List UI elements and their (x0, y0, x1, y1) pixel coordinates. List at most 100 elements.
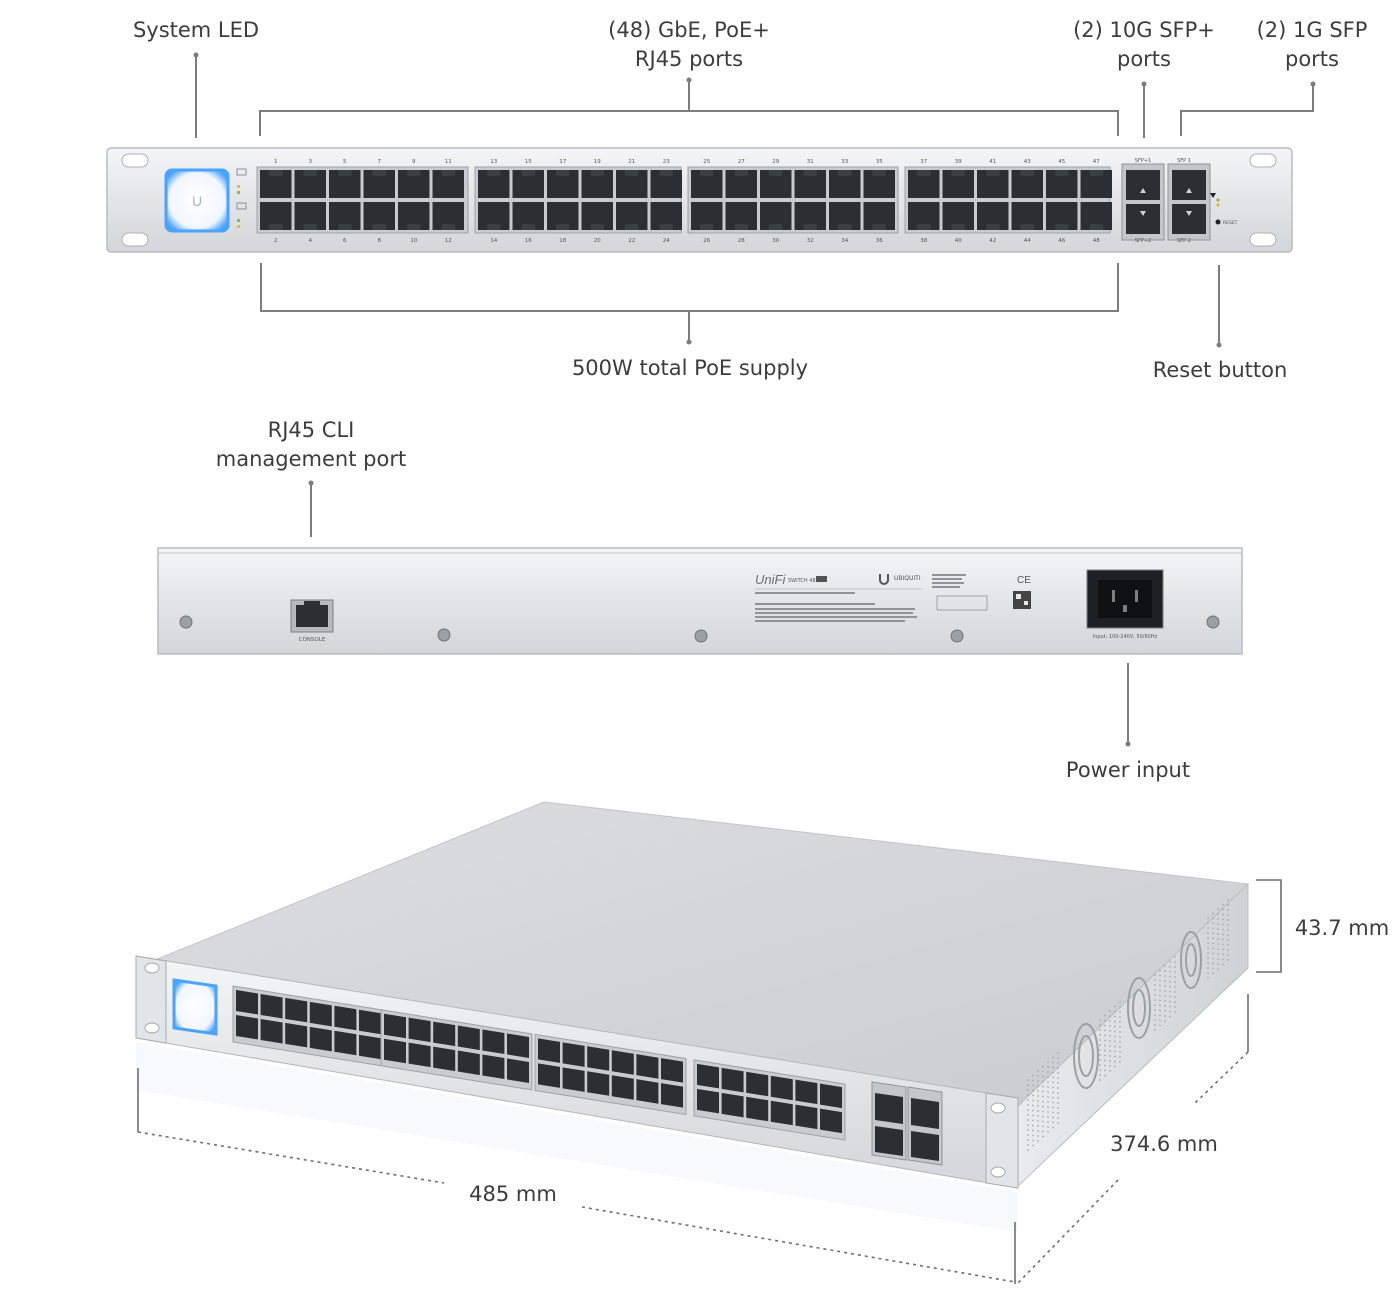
port-number: 21 (628, 159, 635, 165)
rj45-port (794, 170, 826, 198)
port-number: 2 (274, 238, 278, 244)
leader-lines (195, 55, 1314, 744)
port-number: 17 (559, 159, 566, 165)
rj45-port (260, 170, 292, 198)
reset-button[interactable] (1215, 219, 1221, 225)
rj45-port-3d (661, 1083, 683, 1108)
rj45-port-3d (285, 1022, 308, 1048)
rj45-port (512, 170, 544, 198)
port-number: 37 (920, 159, 927, 165)
sfp-2-port (1172, 204, 1206, 234)
port-number: 11 (445, 159, 452, 165)
power-input-label: Power input (1065, 758, 1191, 782)
reset-button-label: Reset button (1152, 358, 1288, 382)
port-number: 39 (955, 159, 962, 165)
rj45-port-3d (260, 1018, 283, 1044)
port-number: 8 (378, 238, 382, 244)
port-number: 6 (343, 238, 347, 244)
height-dimension-label: 43.7 mm (1294, 916, 1390, 940)
rj45-port-3d (746, 1096, 769, 1122)
rj45-port (294, 202, 326, 230)
vent-grille (1027, 899, 1229, 1151)
rj45-port-3d (309, 1001, 332, 1027)
reset-text: RESET (1223, 220, 1238, 226)
rj45-ports-label: (48) GbE, PoE+RJ45 ports (608, 18, 770, 71)
rj45-port (329, 202, 361, 230)
port-number: 44 (1024, 238, 1031, 244)
rj45-port (294, 170, 326, 198)
port-number: 47 (1093, 159, 1100, 165)
port-number: 12 (445, 238, 452, 244)
rack-hole (121, 153, 149, 168)
port-number: 23 (663, 159, 670, 165)
sfp-plus-2-label: SFP+2 (1135, 238, 1151, 244)
port-number: 1 (274, 159, 278, 165)
rj45-port (908, 170, 940, 198)
switch-3d-view (135, 801, 1250, 1232)
sfp-plus-ports-label: (2) 10G SFP+ports (1073, 18, 1215, 71)
console-label: CONSOLE (299, 637, 326, 643)
port-number: 10 (410, 238, 417, 244)
rj45-port (329, 170, 361, 198)
rj45-port-3d (587, 1071, 610, 1096)
rj45-port (942, 202, 974, 230)
system-led (164, 168, 230, 233)
rj45-port-3d (770, 1075, 793, 1101)
rj45-port-3d (482, 1029, 505, 1055)
rj45-port (616, 202, 648, 230)
port-number: 33 (841, 159, 848, 165)
rj45-port-3d (408, 1017, 431, 1043)
rj45-port-3d (408, 1042, 431, 1068)
rj45-port (650, 170, 682, 198)
port-number: 9 (412, 159, 416, 165)
rj45-port-3d (334, 1030, 357, 1056)
rj45-port (760, 170, 792, 198)
port-number: 29 (772, 159, 779, 165)
rj45-port-3d (309, 1026, 332, 1052)
port-number: 40 (955, 238, 962, 244)
rj45-port (478, 170, 510, 198)
rj45-port (977, 202, 1009, 230)
sfp-1-port (1172, 170, 1206, 200)
rj45-port (1080, 202, 1112, 230)
system-led-label: System LED (132, 18, 260, 42)
rj45-port (829, 170, 861, 198)
rj45-port-3d (433, 1046, 456, 1072)
rj45-port-3d (236, 1015, 258, 1040)
rj45-port-3d (507, 1033, 529, 1058)
port-number: 25 (703, 159, 710, 165)
rj45-port (260, 202, 292, 230)
rj45-port-grid-3d (232, 985, 846, 1141)
rj45-port-3d (285, 997, 308, 1023)
rj45-port-3d (359, 1009, 381, 1035)
port-number: 13 (490, 159, 497, 165)
port-number: 14 (490, 238, 497, 244)
rj45-port-3d (538, 1038, 560, 1063)
poe-supply-label: 500W total PoE supply (571, 356, 809, 380)
rj45-port (363, 202, 395, 230)
rack-hole (1249, 153, 1277, 168)
led-legend (236, 168, 247, 228)
rj45-port-3d (636, 1079, 659, 1104)
rj45-port-3d (636, 1054, 659, 1079)
rj45-port-3d (795, 1079, 818, 1105)
qr-code (1013, 591, 1031, 609)
rj45-port-3d (433, 1021, 456, 1047)
rj45-port (398, 202, 430, 230)
port-number: 18 (559, 238, 566, 244)
port-number: 30 (772, 238, 779, 244)
screw (179, 615, 1220, 643)
port-number: 24 (663, 238, 670, 244)
rj45-port (547, 202, 579, 230)
regulatory-text (755, 574, 966, 622)
rj45-port-3d (359, 1034, 381, 1060)
rj45-port (691, 170, 723, 198)
rj45-port-3d (721, 1092, 744, 1118)
sfp-1-label: SFP 1 (1177, 158, 1191, 164)
port-number: 42 (989, 238, 996, 244)
leader-dots (193, 52, 1316, 747)
rear-panel: CONSOLE UniFi SWITCH 48 UBIQUITI CE (157, 547, 1243, 655)
